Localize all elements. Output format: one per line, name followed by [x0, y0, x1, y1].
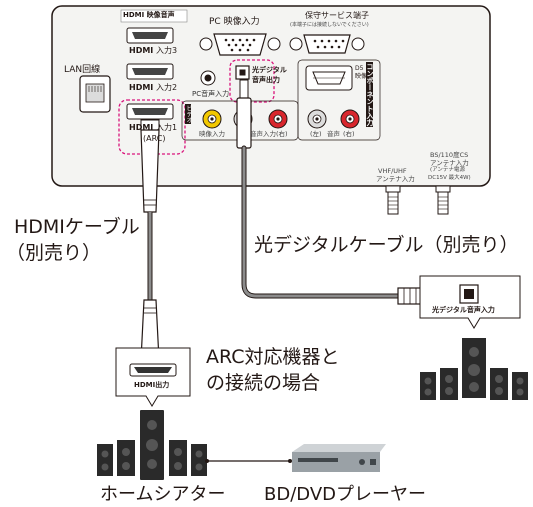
- component-jack-white: [307, 109, 327, 129]
- pc-audio-port: [200, 70, 216, 86]
- hdmi-cable-label: HDMIケーブル: [14, 216, 140, 238]
- component-jack-red: [340, 109, 360, 129]
- maint-port-label: 保守サービス端子: [305, 11, 369, 20]
- d5-label-1: D5: [355, 65, 364, 72]
- hdmi-cable: [140, 119, 160, 368]
- component-audio-label: 音声: [327, 130, 340, 138]
- hdmi-in3-label: 入力3: [156, 46, 178, 55]
- hdmi-cable-sold-separately: （別売り）: [6, 242, 102, 264]
- hdmi-in1-arc-label: (ARC): [143, 134, 166, 143]
- home-theater-label: ホームシアター: [100, 484, 226, 505]
- hdmi-port-2: [126, 63, 174, 80]
- vhf-uhf-label-1: VHF/UHF: [378, 167, 407, 175]
- component-l-label: (左): [310, 130, 322, 138]
- pc-video-port: [199, 33, 281, 56]
- hdmi-in1-label: 入力1: [156, 123, 178, 132]
- component-input-box: [297, 59, 381, 141]
- hdmi-port-1-arc: [126, 103, 174, 120]
- hdmi-logo-1: HDMI: [129, 123, 154, 132]
- bs-cs-antenna-connector: [435, 185, 451, 215]
- arc-note-line-1: ARC対応機器と: [206, 346, 340, 368]
- component-r-label: (右): [343, 130, 355, 138]
- maintenance-port: [289, 34, 365, 54]
- amp-hdmi-out-label: HDMI出力: [134, 381, 170, 389]
- component-label: コンポーネント入力: [366, 62, 374, 127]
- hdmi-header-label: HDMI 映像音声: [123, 11, 175, 19]
- bd-dvd-player: [292, 444, 386, 472]
- d5-port: [305, 65, 353, 91]
- bs-cs-label-4: DC15V 最大4W): [428, 175, 471, 181]
- audio-jack-red-right: [268, 109, 288, 129]
- video-jack-yellow: [202, 109, 222, 129]
- optical-out-highlight: [229, 59, 275, 103]
- bs-cs-label-3: (アンテナ電源: [430, 167, 465, 173]
- maint-port-note: (本端子には接続しないでください): [290, 22, 369, 28]
- amp-hdmi-out-callout: [115, 347, 191, 407]
- hdmi-logo-3: HDMI: [129, 46, 154, 55]
- arc-note-line-2: の接続の場合: [206, 372, 321, 394]
- speaker-optical-in-callout: [419, 275, 521, 329]
- audio-in-label: 音声入力(右): [250, 130, 288, 138]
- d5-label-2: 映像: [355, 73, 368, 80]
- hdmi-port-3: [126, 27, 174, 44]
- bs-cs-label-2: アンテナ入力: [430, 159, 469, 167]
- hdmi-header-bar: [120, 9, 188, 23]
- home-theater-speakers: [97, 410, 207, 480]
- optical-out-label-2: 音声出力: [252, 76, 280, 84]
- optical-cable-label: 光デジタルケーブル（別売り）: [254, 234, 519, 256]
- pc-video-in-label: PC 映像入力: [209, 17, 260, 27]
- video-label: ビデオ: [185, 104, 192, 124]
- speaker-system-right: [420, 338, 528, 400]
- bd-player-label: BD/DVDプレーヤー: [264, 484, 426, 505]
- lan-label: LAN回線: [64, 65, 101, 75]
- video-in-label: 映像入力: [199, 130, 225, 138]
- lan-port: [79, 75, 111, 113]
- tv-back-panel: [51, 5, 491, 187]
- pc-audio-in-label: PC音声入力: [192, 90, 230, 98]
- optical-out-port: [235, 65, 250, 80]
- optical-out-label-1: 光デジタル: [252, 66, 287, 74]
- vhf-uhf-label-2: アンテナ入力: [376, 175, 415, 183]
- speaker-optical-in-label: 光デジタル音声入力: [432, 306, 495, 314]
- vhf-uhf-antenna-connector: [385, 185, 401, 215]
- hdmi-in2-label: 入力2: [156, 83, 178, 92]
- bs-cs-label-1: BS/110度CS: [430, 151, 469, 159]
- hdmi-logo-2: HDMI: [129, 83, 154, 92]
